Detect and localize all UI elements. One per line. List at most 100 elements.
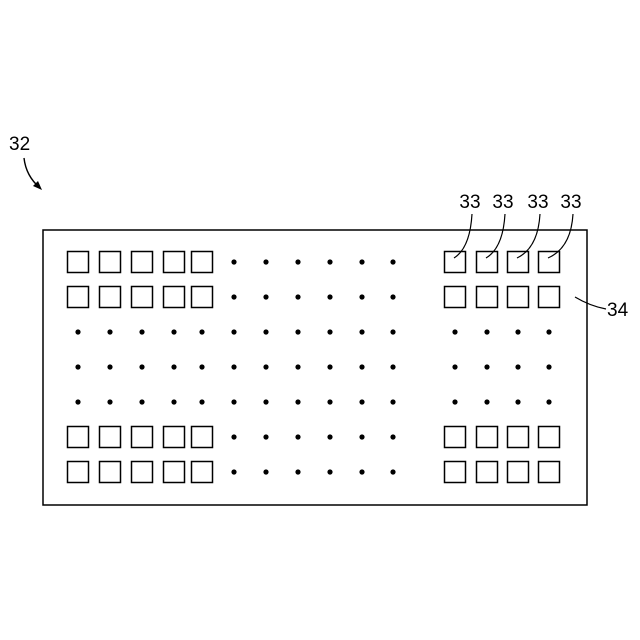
grid-dot xyxy=(139,399,144,404)
cell-square xyxy=(132,427,153,448)
grid-dot xyxy=(327,399,332,404)
grid-dot xyxy=(295,399,300,404)
grid-dot xyxy=(359,469,364,474)
grid-dot xyxy=(546,329,551,334)
grid-dot xyxy=(546,364,551,369)
grid-dot xyxy=(263,399,268,404)
grid-dot xyxy=(263,364,268,369)
grid-dot xyxy=(231,469,236,474)
grid-dot xyxy=(231,364,236,369)
panel-callout: 34 xyxy=(575,297,629,321)
grid-dot xyxy=(359,329,364,334)
cell-square xyxy=(164,287,185,308)
grid-dot xyxy=(107,399,112,404)
grid-dot xyxy=(390,469,395,474)
cell-square xyxy=(100,252,121,273)
grid-dot xyxy=(107,329,112,334)
grid-dot xyxy=(327,294,332,299)
grid-dot xyxy=(359,364,364,369)
cell-square xyxy=(192,427,213,448)
grid-dot xyxy=(295,259,300,264)
cell-square xyxy=(445,287,466,308)
cell-square xyxy=(539,252,560,273)
grid-dot xyxy=(484,329,489,334)
cell-square xyxy=(68,287,89,308)
grid-dot xyxy=(390,364,395,369)
grid-dot xyxy=(295,434,300,439)
grid-dot xyxy=(75,364,80,369)
panel-leader-line xyxy=(575,297,606,309)
grid-dot xyxy=(359,259,364,264)
cell-square xyxy=(100,427,121,448)
grid-dot xyxy=(75,329,80,334)
grid-dot xyxy=(139,364,144,369)
grid-dot xyxy=(390,434,395,439)
grid-dot xyxy=(515,399,520,404)
cell-square xyxy=(100,462,121,483)
grid-dot xyxy=(359,294,364,299)
cell-square xyxy=(68,462,89,483)
cell-square xyxy=(539,427,560,448)
grid-dot xyxy=(546,399,551,404)
grid-dot xyxy=(484,364,489,369)
cell-square xyxy=(100,287,121,308)
cell-square xyxy=(508,287,529,308)
cell-square xyxy=(477,252,498,273)
cell-square xyxy=(192,462,213,483)
grid-dot xyxy=(263,434,268,439)
grid-dot xyxy=(75,399,80,404)
grid-dot xyxy=(452,329,457,334)
cell-square xyxy=(132,287,153,308)
grid-dot xyxy=(327,434,332,439)
cell-grid xyxy=(68,252,560,483)
grid-dot xyxy=(263,469,268,474)
grid-dot xyxy=(263,294,268,299)
grid-dot xyxy=(231,329,236,334)
cell-square xyxy=(508,462,529,483)
cell-label: 33 xyxy=(459,192,480,213)
cell-square xyxy=(164,252,185,273)
grid-dot xyxy=(484,399,489,404)
assembly-label: 32 xyxy=(9,134,30,155)
cell-square xyxy=(539,462,560,483)
grid-dot xyxy=(199,399,204,404)
grid-dot xyxy=(263,329,268,334)
panel-label: 34 xyxy=(607,300,629,321)
cell-square xyxy=(164,462,185,483)
grid-dot xyxy=(295,329,300,334)
cell-square xyxy=(477,427,498,448)
grid-dot xyxy=(390,399,395,404)
grid-dot xyxy=(327,329,332,334)
grid-dot xyxy=(171,399,176,404)
grid-dot xyxy=(263,259,268,264)
grid-dot xyxy=(327,469,332,474)
cell-square xyxy=(68,252,89,273)
cell-square xyxy=(164,427,185,448)
cell-square xyxy=(445,252,466,273)
assembly-callout: 32 xyxy=(9,134,42,190)
cell-square xyxy=(445,427,466,448)
grid-dot xyxy=(231,294,236,299)
grid-dot xyxy=(199,364,204,369)
grid-dot xyxy=(359,434,364,439)
cell-square xyxy=(477,287,498,308)
cell-label: 33 xyxy=(492,192,513,213)
cell-square xyxy=(192,252,213,273)
cell-square xyxy=(68,427,89,448)
grid-dot xyxy=(295,469,300,474)
cell-square xyxy=(477,462,498,483)
grid-dot xyxy=(327,259,332,264)
cell-square xyxy=(508,252,529,273)
grid-dot xyxy=(390,294,395,299)
grid-dot xyxy=(107,364,112,369)
cell-callouts: 33333333 xyxy=(454,192,582,258)
grid-dot xyxy=(390,259,395,264)
cell-square xyxy=(508,427,529,448)
grid-dot xyxy=(199,329,204,334)
grid-dot xyxy=(231,259,236,264)
cell-label: 33 xyxy=(560,192,581,213)
grid-dot xyxy=(327,364,332,369)
grid-dot xyxy=(295,364,300,369)
grid-dot xyxy=(515,364,520,369)
